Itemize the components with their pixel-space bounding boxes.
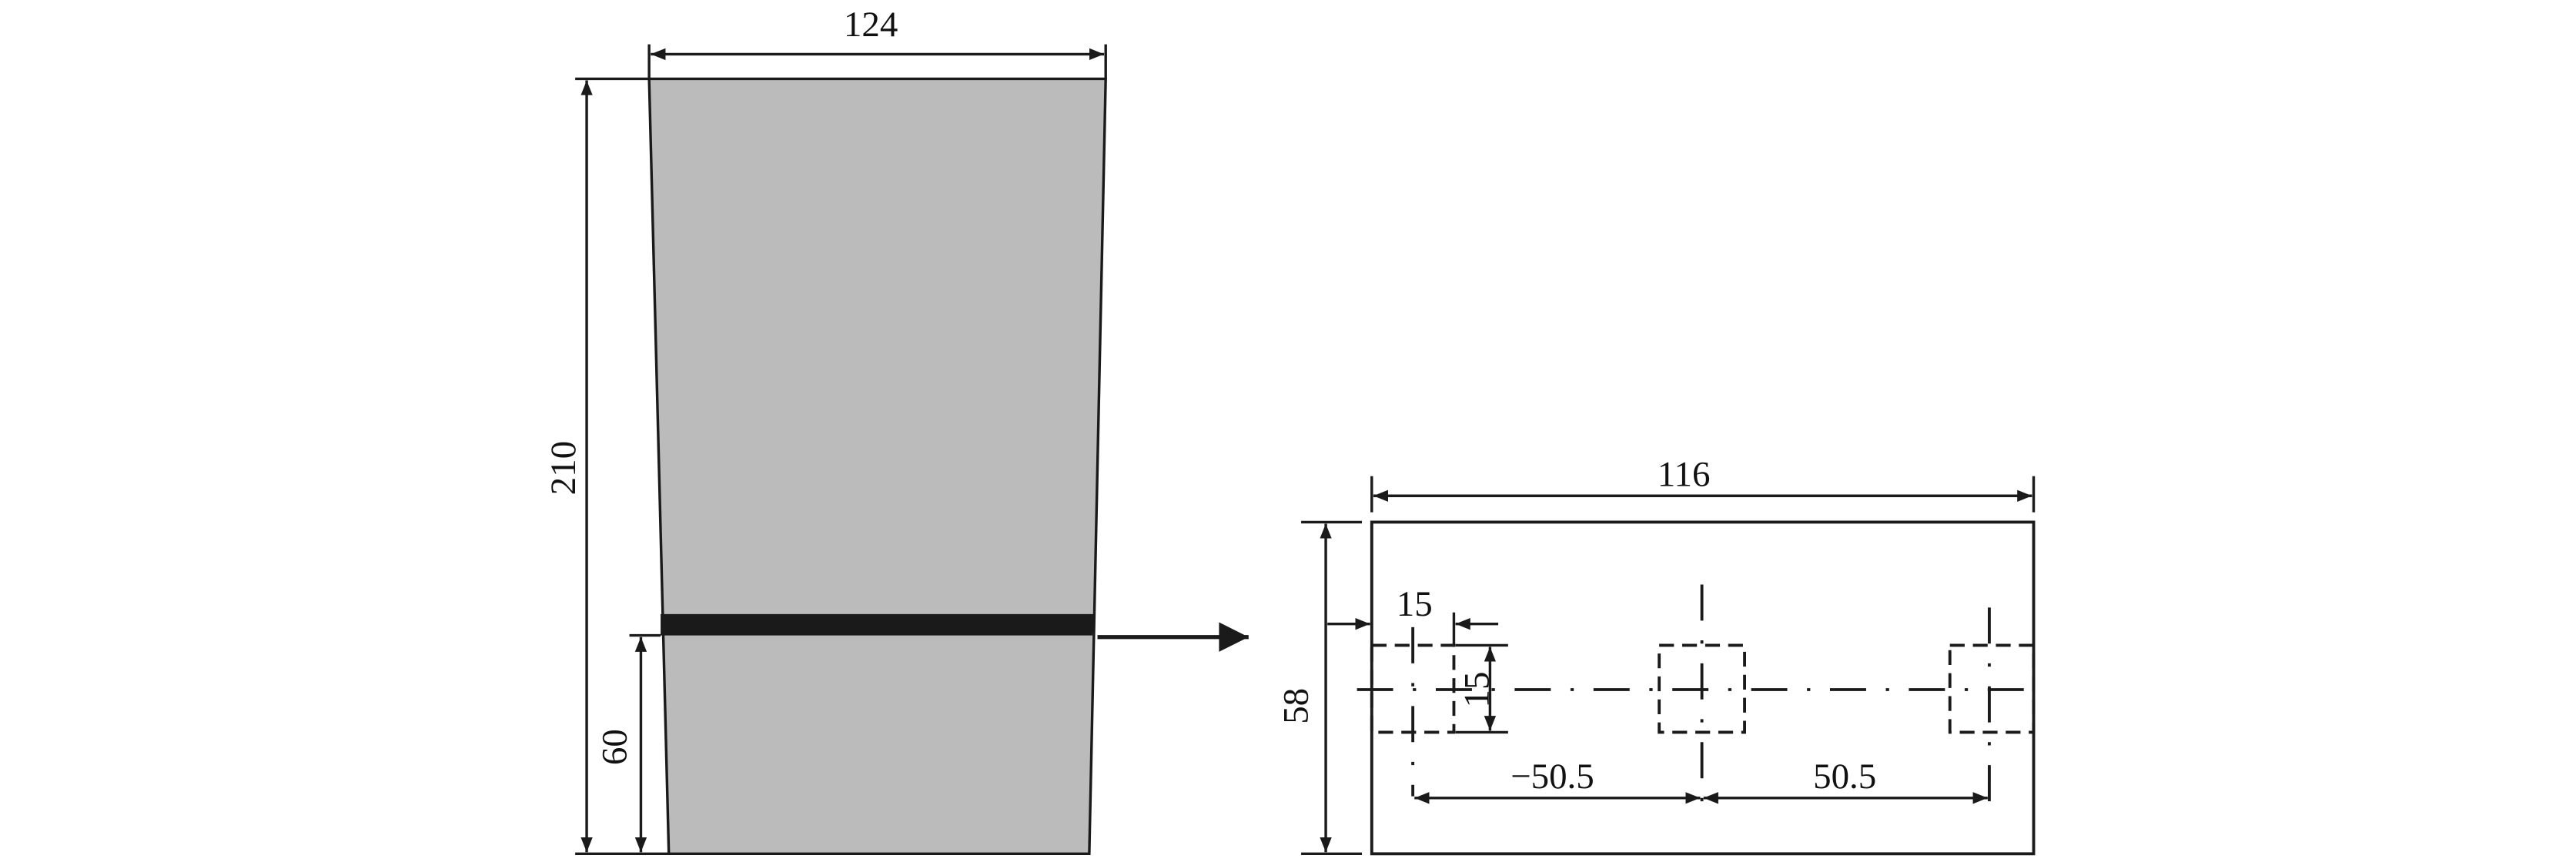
specimen-body	[647, 77, 1107, 856]
dimension-label-58: 58	[1276, 688, 1316, 724]
dimension-height-total: 210	[544, 77, 669, 856]
dimension-label-124: 124	[844, 5, 898, 45]
dimension-section-height: 58	[1276, 520, 1362, 856]
dimension-hole-height: 15	[1455, 643, 1508, 734]
dimension-width-top: 124	[647, 5, 1107, 79]
dimension-label-210: 210	[544, 441, 584, 495]
left-view: 124 210 60	[544, 5, 1249, 856]
dimension-label-hole-height: 15	[1457, 672, 1497, 708]
dimension-label-offset-left: −50.5	[1510, 757, 1594, 797]
dimension-section-width: 116	[1370, 454, 2036, 513]
dimension-band-height: 60	[594, 633, 661, 853]
dimension-hole-spacing: −50.5 50.5	[1414, 757, 1988, 804]
dimension-label-116: 116	[1658, 454, 1711, 494]
right-view-section: 116 58 15 15	[1276, 454, 2037, 856]
hole-right	[1948, 643, 2036, 734]
cut-band	[661, 613, 1095, 636]
dimension-label-hole-width: 15	[1397, 584, 1433, 624]
dimension-label-offset-right: 50.5	[1813, 757, 1876, 797]
hole-center	[1658, 643, 1746, 734]
dimension-hole-width: 15	[1327, 584, 1499, 646]
dimension-label-60: 60	[594, 729, 634, 765]
